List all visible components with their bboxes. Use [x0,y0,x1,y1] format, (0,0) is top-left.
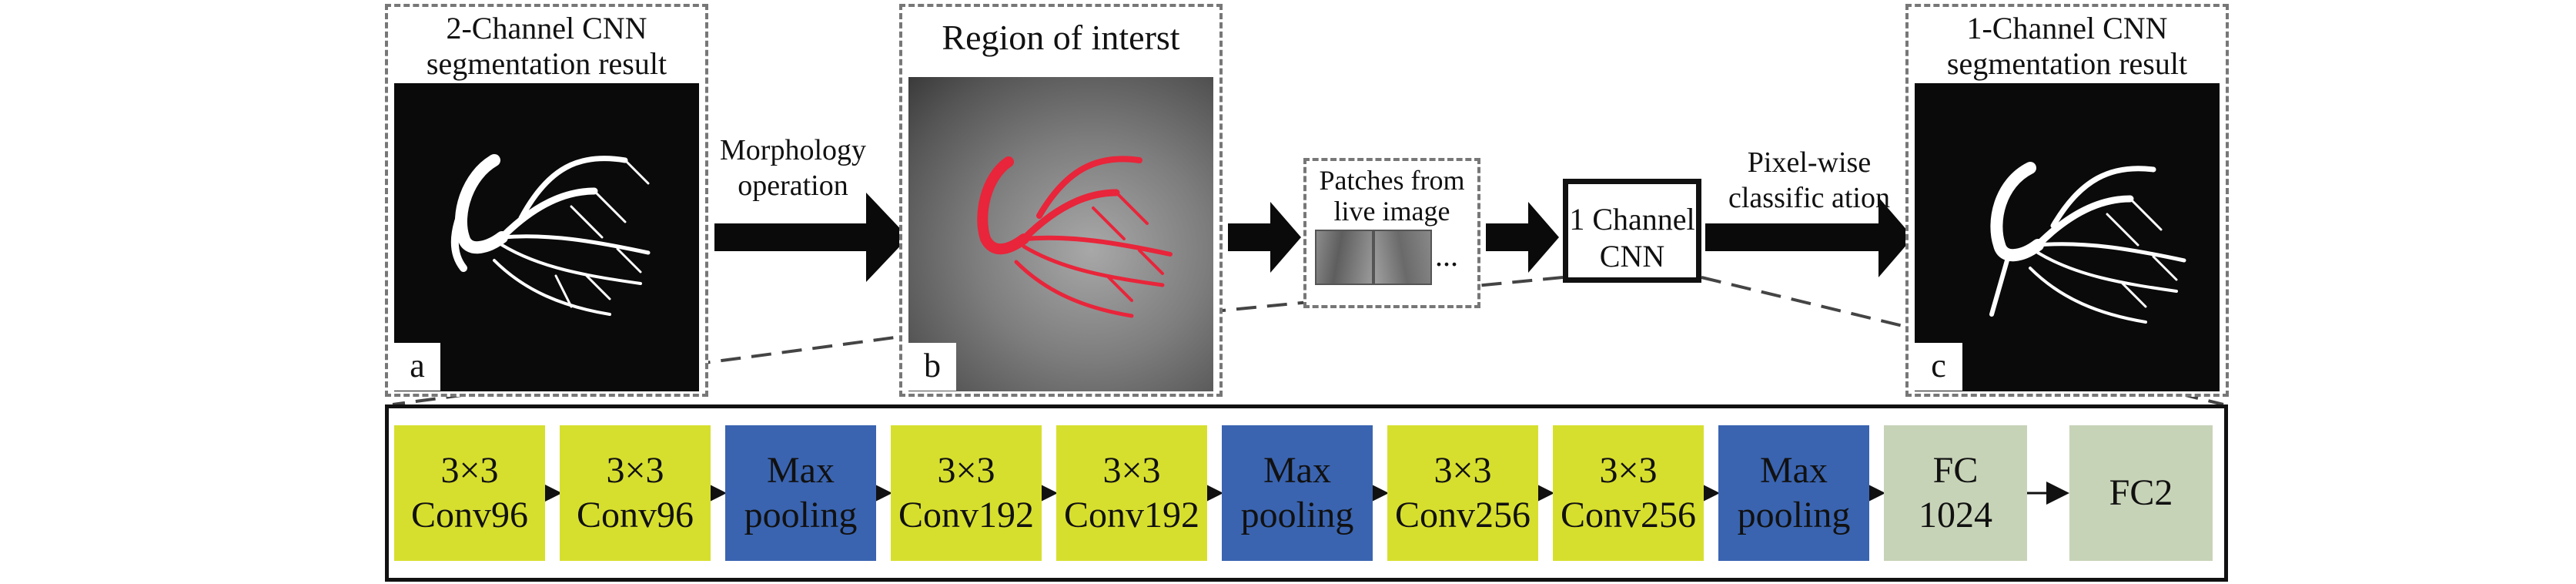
layer-fc1024-line2: 1024 [1919,495,1992,535]
panel-c-label: c [1915,343,1962,391]
cnn-line1: 1 Channel [1569,202,1695,237]
layer-maxpool-1: Max pooling [725,425,876,561]
segmentation-image-2ch [394,83,699,391]
panel-a-caption-line1: 2-Channel CNN [446,11,647,45]
layer-conv192-1-line2: Conv192 [898,495,1034,535]
cnn-architecture-frame [385,404,2228,582]
layer-conv256-1-line1: 3×3 [1434,450,1492,491]
vessel-tree-2ch [450,154,651,316]
panel-c-caption-line2: segmentation result [1946,46,2188,81]
patches-line1: Patches from [1319,165,1465,196]
panel-a-label: a [394,343,440,391]
cnn-box: 1 Channel CNN [1563,179,1701,283]
pixelwise-line2: classific ation [1728,182,1890,214]
arrow-morphology [714,193,908,282]
panel-a-caption: 2-Channel CNN segmentation result [389,11,704,82]
layer-maxpool-2-line2: pooling [1240,495,1354,535]
panel-b-label: b [908,343,956,391]
angiogram-image [908,77,1213,391]
layer-maxpool-1-line1: Max [767,450,835,491]
arrow-to-patches [1228,202,1301,273]
morphology-line2: operation [738,169,848,202]
layer-maxpool-1-line2: pooling [744,495,858,535]
layer-conv256-1-line2: Conv256 [1394,495,1531,535]
layer-fc1024: FC 1024 [1884,425,2027,561]
layer-conv96-2: 3×3 Conv96 [560,425,711,561]
segmentation-image-1ch [1915,83,2220,391]
layer-maxpool-3-line1: Max [1760,450,1828,491]
layer-conv192-2-line2: Conv192 [1063,495,1199,535]
layer-conv96-2-line1: 3×3 [606,450,664,491]
layer-conv192-2: 3×3 Conv192 [1056,425,1207,561]
pixelwise-text: Pixel-wise classific ation [1705,145,1913,216]
layer-conv192-1-line1: 3×3 [937,450,995,491]
panel-c-caption: 1-Channel CNN segmentation result [1909,11,2225,82]
panel-a-caption-line2: segmentation result [426,46,667,81]
patches-line2: live image [1333,196,1450,227]
layer-conv192-2-line1: 3×3 [1102,450,1161,491]
vessel-tree-1ch [1989,162,2186,324]
zoom-line-right-upper [1701,276,1910,329]
layer-fc2-line1: FC2 [2109,472,2173,513]
panel-c-caption-line1: 1-Channel CNN [1966,11,2168,45]
layer-conv256-1: 3×3 Conv256 [1387,425,1538,561]
patch-image-2 [1373,230,1432,285]
patches-ellipsis: ... [1435,238,1458,273]
layer-maxpool-3: Max pooling [1718,425,1869,561]
layer-conv192-1: 3×3 Conv192 [891,425,1042,561]
layer-conv96-2-line2: Conv96 [576,495,694,535]
layer-conv96-1: 3×3 Conv96 [394,425,545,561]
layer-maxpool-2: Max pooling [1222,425,1373,561]
layer-maxpool-2-line1: Max [1263,450,1331,491]
arrow-to-cnn [1486,202,1559,273]
layer-conv256-2-line1: 3×3 [1599,450,1658,491]
vessel-overlay-red [977,156,1173,318]
layer-fc1024-line1: FC [1932,450,1979,491]
patches-caption: Patches from live image [1306,165,1477,227]
layer-fc2: FC2 [2069,425,2213,561]
morphology-text: Morphology operation [712,133,874,203]
panel-b-caption: Region of interst [942,18,1180,57]
morphology-line1: Morphology [720,134,866,166]
arrow-pixelwise [1705,197,1913,277]
layer-conv96-1-line2: Conv96 [410,495,528,535]
layer-conv256-2: 3×3 Conv256 [1553,425,1704,561]
cnn-line2: CNN [1599,239,1665,274]
patch-image-1 [1315,230,1373,285]
pixelwise-line1: Pixel-wise [1747,146,1872,179]
layer-maxpool-3-line2: pooling [1737,495,1851,535]
layer-conv256-2-line2: Conv256 [1560,495,1696,535]
layer-conv96-1-line1: 3×3 [440,450,499,491]
